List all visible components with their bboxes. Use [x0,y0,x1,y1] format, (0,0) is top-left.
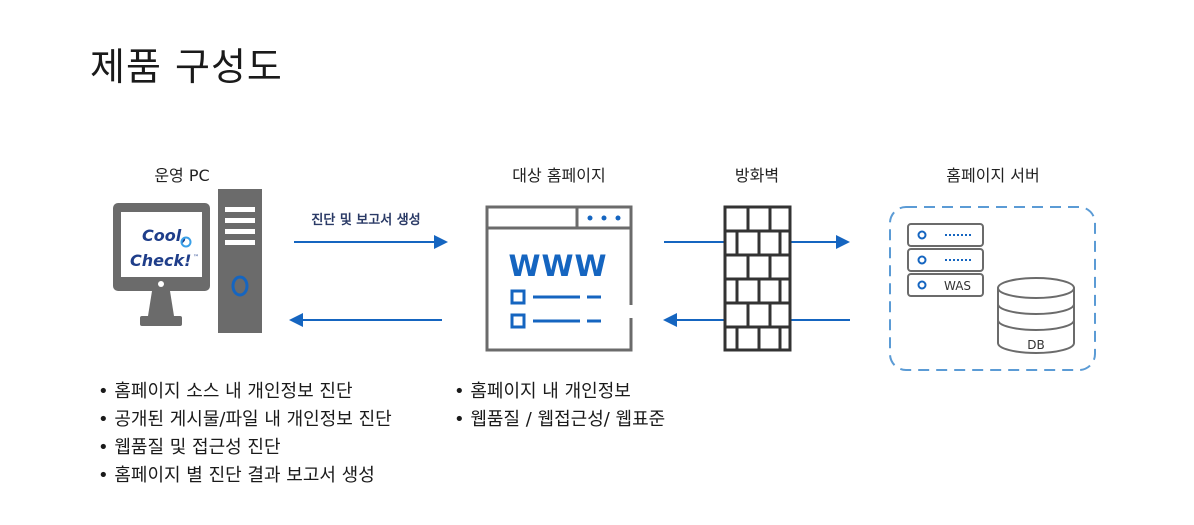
pc-feature-list: 홈페이지 소스 내 개인정보 진단 공개된 게시물/파일 내 개인정보 진단 웹… [98,378,392,490]
homepage-label: 대상 홈페이지 [512,166,606,185]
list-item: 웹품질 / 웹접근성/ 웹표준 [454,406,665,434]
list-item: 공개된 게시물/파일 내 개인정보 진단 [98,406,391,434]
tower-slot [225,229,255,234]
window-dot [587,215,593,221]
content-checkbox [510,313,526,329]
db-label: DB [1027,338,1044,352]
list-item: 웹품질 및 접근성 진단 [98,434,392,462]
window-dot [601,215,607,221]
server-group: WAS DB [889,206,1096,371]
content-checkbox [510,289,526,305]
logo-tm: ™ [193,254,199,261]
pc-tower [218,189,262,333]
database-icon: DB [997,277,1075,354]
server-unit-was: WAS [907,273,984,297]
homepage-icon: WWW [485,205,633,352]
list-item: 홈페이지 소스 내 개인정보 진단 [98,378,392,406]
was-label: WAS [944,279,971,293]
list-item: 홈페이지 내 개인정보 [454,378,665,406]
monitor-base [140,316,182,326]
flow-label: 진단 및 보고서 생성 [311,213,421,228]
server-unit-2 [907,248,984,272]
arrow-to-homepage [294,235,448,249]
tower-slot [225,240,255,245]
homepage-feature-list: 홈페이지 내 개인정보 웹품질 / 웹접근성/ 웹표준 [454,378,665,434]
pc-label: 운영 PC [154,166,210,185]
pc-icon: Cool, Check! ™ [113,189,262,333]
list-item: 홈페이지 별 진단 결과 보고서 생성 [98,462,392,490]
arrow-to-pc [289,313,442,327]
window-dot [615,215,621,221]
tower-slot [225,218,255,223]
logo-line1: Cool, [142,226,187,245]
www-text: WWW [509,249,608,283]
server-label: 홈페이지 서버 [946,166,1040,185]
monitor-screen [121,212,202,277]
monitor-stand [148,291,174,316]
server-unit-1 [907,223,984,247]
firewall-icon [723,205,792,352]
firewall-label: 방화벽 [734,166,780,185]
server-group-border [889,206,1096,371]
logo-swirl [180,236,192,248]
monitor-led [158,281,164,287]
logo-line2: Check! [130,251,191,270]
tower-slot [225,207,255,212]
tower-power-button [231,275,249,297]
page-title: 제품 구성도 [90,45,283,89]
